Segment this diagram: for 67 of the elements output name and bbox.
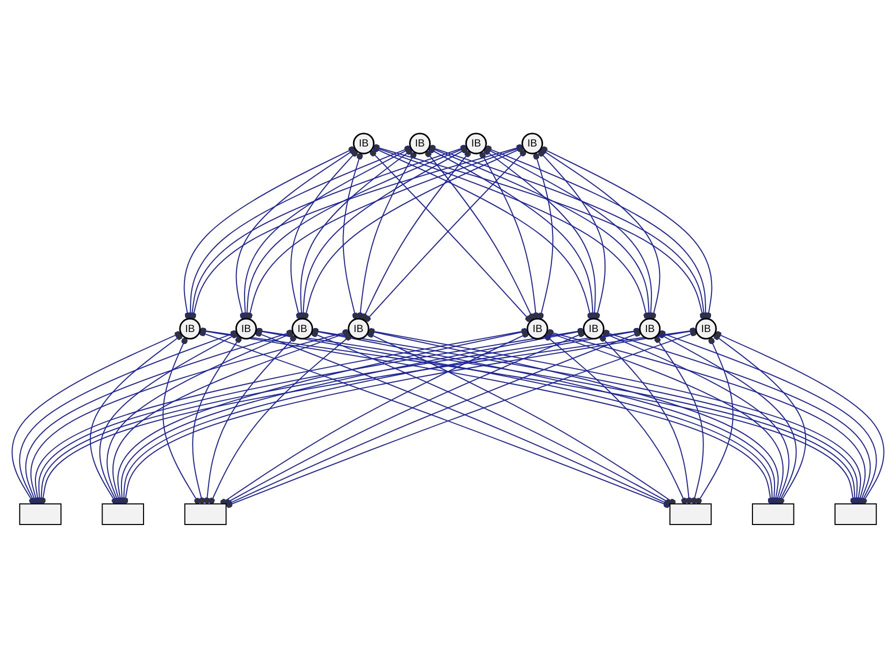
node-box	[752, 503, 794, 526]
connector	[236, 148, 356, 320]
connector	[300, 146, 468, 319]
connector	[192, 336, 242, 504]
connector	[544, 334, 688, 504]
connector	[290, 150, 358, 320]
node-box	[102, 503, 144, 526]
node-circle: IB	[582, 318, 604, 340]
connector	[342, 152, 363, 320]
connector	[373, 144, 706, 320]
connector	[547, 329, 866, 504]
connector	[19, 330, 237, 504]
node-circle: IB	[695, 318, 717, 340]
connector	[541, 146, 712, 319]
connector	[190, 144, 523, 320]
connector	[425, 150, 535, 320]
node-circle: IB	[409, 132, 431, 154]
connector	[99, 332, 238, 504]
node-circle: IB	[348, 318, 370, 340]
connector	[242, 146, 412, 319]
connector	[298, 148, 412, 319]
node-circle: IB	[352, 132, 375, 154]
connector	[714, 334, 806, 504]
connector	[184, 146, 355, 319]
connector	[479, 152, 540, 319]
connector	[112, 330, 350, 504]
connector	[429, 144, 708, 319]
node-circle: IB	[292, 318, 314, 340]
node-circle: IB	[235, 318, 257, 340]
connector	[361, 150, 471, 320]
connector	[714, 331, 884, 504]
connector	[90, 334, 182, 504]
connector	[187, 145, 411, 319]
connector	[220, 331, 529, 506]
connector	[302, 146, 524, 320]
node-circle: IB	[639, 318, 661, 340]
node-box	[19, 503, 62, 526]
connector	[188, 144, 467, 319]
connector	[204, 335, 296, 504]
node-circle: IB	[465, 132, 487, 154]
connector	[654, 336, 704, 504]
connector	[603, 330, 871, 504]
node-box	[184, 503, 227, 526]
node-circle: IB	[521, 132, 544, 154]
connector	[533, 152, 554, 320]
connector	[367, 331, 676, 506]
connector	[696, 338, 734, 504]
connector	[485, 145, 709, 319]
node-circle: IB	[526, 318, 548, 340]
connector	[246, 144, 523, 320]
connector	[600, 335, 692, 504]
connector	[244, 146, 468, 319]
node-circle: IB	[179, 318, 201, 340]
connector	[540, 148, 660, 320]
node-box	[669, 503, 712, 526]
connector	[25, 330, 293, 504]
connector	[538, 150, 606, 320]
connector	[602, 330, 790, 504]
node-box	[834, 503, 877, 526]
connector	[356, 152, 417, 319]
connector	[12, 331, 182, 504]
connector	[484, 148, 598, 319]
connector	[162, 338, 200, 504]
connector	[106, 330, 294, 504]
connector	[208, 334, 352, 504]
connector	[30, 329, 349, 504]
connector	[659, 330, 877, 504]
